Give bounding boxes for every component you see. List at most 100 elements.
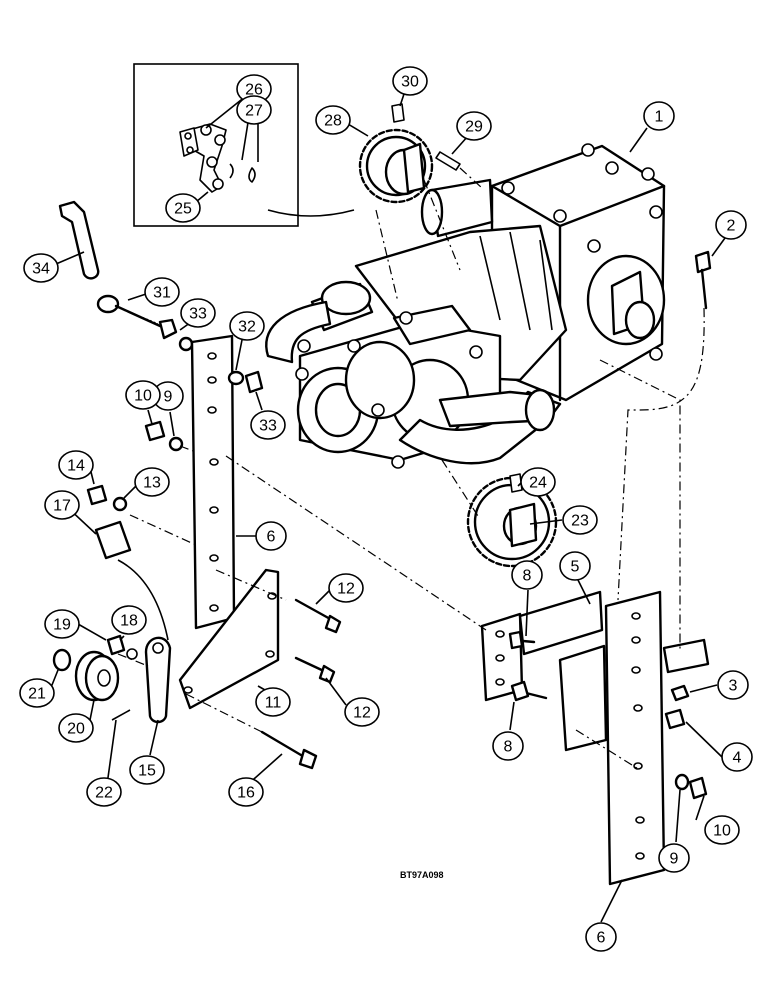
callout-c33b: 33: [250, 410, 286, 440]
callout-label: 17: [53, 498, 71, 515]
callout-label: 10: [134, 388, 152, 405]
callout-circle: [704, 815, 740, 845]
callout-circle: [715, 210, 747, 240]
stub-shaft: [662, 638, 710, 674]
callout-c32: 32: [229, 311, 265, 341]
callout-label: 27: [245, 103, 263, 120]
callout-c27: 27: [236, 95, 272, 125]
left-upright-plate: [190, 334, 236, 630]
callout-c34: 34: [23, 253, 59, 283]
nut-33-upper: [158, 318, 178, 340]
callout-c21: 21: [19, 678, 55, 708]
washer-32-upper: [178, 336, 194, 352]
callout-circle: [44, 490, 80, 520]
spacer-tube-17: [94, 520, 132, 560]
callout-circle: [255, 687, 291, 717]
washer-9-right: [674, 773, 690, 791]
callout-label: 12: [353, 705, 371, 722]
callout-c9b: 9: [658, 843, 690, 873]
drawing-code: BT97A098: [400, 870, 444, 880]
callout-label: 29: [465, 119, 483, 136]
callout-label: 18: [120, 613, 138, 630]
callout-circle: [228, 777, 264, 807]
callout-circle: [559, 551, 591, 581]
callout-label: 33: [259, 418, 277, 435]
nut-10-right: [688, 776, 708, 800]
callout-c31: 31: [144, 277, 180, 307]
callout-c5: 5: [559, 551, 591, 581]
callout-circle: [328, 573, 364, 603]
bolt-12-upper: [294, 598, 342, 634]
callout-c6a: 6: [255, 521, 287, 551]
callout-circle: [19, 678, 55, 708]
callout-label: 32: [238, 319, 256, 336]
tube-fitting: [524, 388, 556, 432]
callout-label: 16: [237, 785, 255, 802]
callout-c24: 24: [520, 467, 556, 497]
upper-sprocket: [358, 128, 434, 204]
washer-9-left: [168, 436, 184, 452]
callout-circle: [236, 95, 272, 125]
idler-arm-15: [144, 636, 172, 724]
callout-c12b: 12: [344, 697, 380, 727]
callout-c29: 29: [456, 111, 492, 141]
callout-circle: [255, 521, 287, 551]
callout-c14: 14: [58, 450, 94, 480]
long-bolt-16: [260, 730, 318, 770]
key-pin: [435, 151, 461, 171]
callout-c10b: 10: [704, 815, 740, 845]
callout-c22: 22: [86, 777, 122, 807]
callout-label: 9: [670, 851, 679, 868]
nut-4: [664, 708, 686, 730]
bolt-8-upper: [508, 630, 536, 650]
callout-c23: 23: [562, 505, 598, 535]
callout-circle: [658, 843, 690, 873]
inset-pointer-arc: [267, 209, 355, 217]
idler-roller-20: [74, 650, 120, 702]
gearbox-assembly: [354, 143, 666, 402]
callout-c4: 4: [721, 742, 753, 772]
nut-33-lower: [244, 370, 264, 394]
bolt-2: [694, 250, 712, 310]
callout-label: 15: [138, 763, 156, 780]
callout-circle: [511, 560, 543, 590]
callout-label: 19: [53, 617, 71, 634]
callout-label: 13: [143, 475, 161, 492]
right-mount-bracket: [480, 590, 608, 752]
hand-crank: [58, 200, 100, 280]
callout-circle: [58, 713, 94, 743]
washer-18: [126, 648, 138, 660]
callout-label: 6: [267, 529, 276, 546]
callout-circle: [562, 505, 598, 535]
callout-c28: 28: [315, 105, 351, 135]
spring-clip: [248, 167, 256, 183]
callout-circle: [44, 609, 80, 639]
callout-label: 24: [529, 475, 547, 492]
callout-label: 8: [523, 568, 532, 585]
callout-circle: [721, 742, 753, 772]
callout-label: 6: [597, 930, 606, 947]
callout-label: 21: [28, 686, 46, 703]
callout-circle: [180, 298, 216, 328]
callout-label: 5: [571, 559, 580, 576]
callout-label: 22: [95, 785, 113, 802]
callout-c2: 2: [715, 210, 747, 240]
callout-circle: [717, 670, 749, 700]
alignment-lines: [117, 167, 705, 771]
callout-label: 20: [67, 721, 85, 738]
callout-c6b: 6: [585, 922, 617, 952]
callout-label: 3: [729, 678, 738, 695]
callout-c20: 20: [58, 713, 94, 743]
callout-c11: 11: [255, 687, 291, 717]
nut-3: [670, 684, 690, 702]
callout-label: 34: [32, 261, 50, 278]
callout-circle: [456, 111, 492, 141]
callout-circle: [23, 253, 59, 283]
right-upright-plate: [604, 590, 666, 886]
callout-label: 2: [727, 218, 736, 235]
nut-10-left: [144, 420, 166, 442]
callout-c33a: 33: [180, 298, 216, 328]
eye-bolt: [96, 294, 162, 328]
washer-13: [112, 496, 128, 512]
